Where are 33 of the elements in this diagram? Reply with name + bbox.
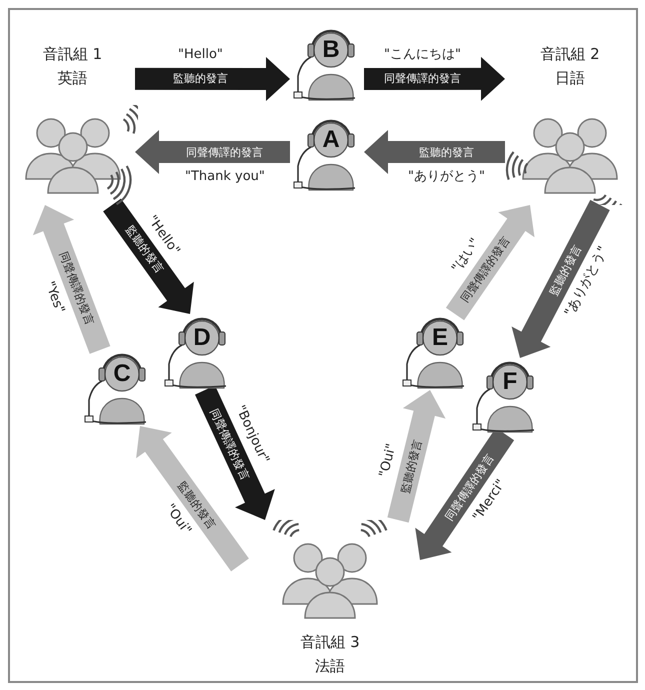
quote-label: "Hello" xyxy=(178,47,223,62)
quote-label: "ありがとう" xyxy=(408,168,485,184)
group-label: 音訊組 2 xyxy=(539,44,601,65)
group-label: 音訊組 1 xyxy=(42,44,104,65)
block-arrow xyxy=(136,426,249,572)
group-label: 音訊組 3 xyxy=(299,632,361,653)
interpreter-letter: F xyxy=(502,370,518,394)
block-arrow xyxy=(364,56,505,101)
quote-label: "こんにちは" xyxy=(384,47,461,62)
quote-label: "Yes" xyxy=(41,279,68,316)
group-label: 法語 xyxy=(314,656,346,677)
block-arrow xyxy=(135,57,290,101)
group-label: 日語 xyxy=(554,68,586,89)
block-arrow xyxy=(364,130,505,174)
block-arrow xyxy=(512,200,610,358)
edge-label: 監聽的發言 xyxy=(398,438,424,495)
interpreter-letter: E xyxy=(432,326,448,350)
interpreter-letter: A xyxy=(322,128,340,152)
block-arrow xyxy=(32,205,110,354)
quote-label: "Thank you" xyxy=(184,168,264,184)
interpreter-letter: B xyxy=(322,38,340,62)
edge-label: 監聽的發言 xyxy=(173,72,228,86)
group-label: 英語 xyxy=(56,68,88,89)
edge-label: 同聲傳譯的發言 xyxy=(186,146,263,159)
edge-label: 監聽的發言 xyxy=(419,146,474,159)
block-arrow xyxy=(135,130,290,174)
quote-label: "Oui" xyxy=(376,442,400,480)
block-arrow xyxy=(446,205,534,320)
block-arrow xyxy=(103,198,194,314)
interpreter-letter: C xyxy=(113,362,131,386)
block-arrow xyxy=(387,390,446,523)
edge-label: 同聲傳譯的發言 xyxy=(384,72,461,86)
interpreter-letter: D xyxy=(193,326,211,350)
